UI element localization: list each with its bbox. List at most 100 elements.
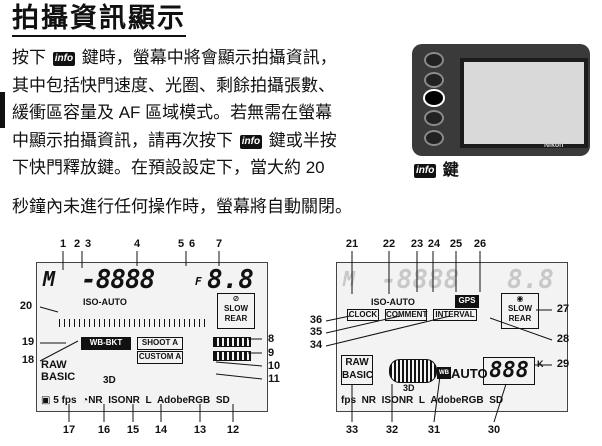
eye-icon: ⊘ xyxy=(232,294,240,303)
callout-number: 6 xyxy=(188,238,196,250)
iso-auto-indicator: ISO-AUTO xyxy=(83,297,127,307)
callout-number: 10 xyxy=(267,360,281,372)
right-info-display: M -8888 8.8 ISO-AUTO GPS CLOCK COMMENT I… xyxy=(336,262,568,412)
camera-back-illustration: Nikon xyxy=(412,44,592,156)
auto-label: AUTO xyxy=(451,366,488,381)
color-space: AdobeRGB xyxy=(430,395,484,406)
eye-icon: ◉ xyxy=(516,294,524,303)
camera-button xyxy=(424,72,444,88)
wb-bracketing-indicator: WB-BKT xyxy=(81,337,131,350)
callout-number: 23 xyxy=(410,238,424,250)
callout-number: 31 xyxy=(427,424,441,436)
ghost-shutter: -8888 xyxy=(381,265,460,295)
callout-number: 3 xyxy=(84,238,92,250)
comment-indicator: COMMENT xyxy=(385,309,428,321)
para-line1-b: 鍵時，螢幕中將會顯示拍攝資訊， xyxy=(81,48,337,67)
callout-number: 5 xyxy=(177,238,185,250)
left-info-display: M -8888 F 8.8 ISO-AUTO ⊘ SLOW REAR WB-BK… xyxy=(36,262,268,412)
para-line1-a: 按下 xyxy=(12,48,46,67)
iso-label: ISO xyxy=(108,395,126,406)
camera-logo: Nikon xyxy=(544,142,564,149)
basic-label: BASIC xyxy=(342,370,374,381)
callout-number: 7 xyxy=(215,238,223,250)
af-area-mode-icon xyxy=(389,359,437,383)
af-3d-indicator: 3D xyxy=(103,375,116,386)
color-space: AdobeRGB xyxy=(156,395,211,406)
flash-sync-indicator: ⊘ SLOW REAR xyxy=(217,293,255,329)
long-exposure-nr-icon: ◔ xyxy=(82,395,89,406)
para-line2: 其中包括快門速度、光圈、剩餘拍攝張數、 xyxy=(12,75,335,95)
callout-number: 9 xyxy=(267,347,275,359)
camera-monitor xyxy=(460,58,588,148)
interval-indicator: INTERVAL xyxy=(433,309,477,321)
description-paragraph: 按下 info 鍵時，螢幕中將會顯示拍攝資訊， 其中包括快門速度、光圈、剩餘拍攝… xyxy=(12,44,412,182)
callout-number: 36 xyxy=(309,314,323,326)
wb-indicator: WB xyxy=(437,367,451,379)
info-key-icon: info xyxy=(239,134,263,149)
para-line4-b: 鍵或半按 xyxy=(268,130,337,150)
shooting-menu-bank: SHOOT A xyxy=(137,337,183,350)
high-iso-nr: NR xyxy=(125,395,140,406)
ghost-aperture: 8.8 xyxy=(507,265,554,295)
info-key-caption: info 鍵 xyxy=(412,156,459,180)
callout-number: 27 xyxy=(556,303,570,315)
exposure-indicator xyxy=(59,319,209,327)
shutter-speed: -8888 xyxy=(81,265,155,295)
exposure-mode: M xyxy=(43,267,56,291)
af-3d-indicator: 3D xyxy=(403,383,415,393)
release-mode-icon: ▣ xyxy=(41,395,51,406)
long-exp-nr: NR xyxy=(88,395,103,406)
image-quality-basic: BASIC xyxy=(41,371,76,383)
callout-number: 16 xyxy=(97,424,111,436)
remaining-exposures-box: 888 xyxy=(483,357,535,385)
callout-number: 28 xyxy=(556,333,570,345)
clock-indicator: CLOCK xyxy=(347,309,379,321)
rear-label: REAR xyxy=(508,314,532,323)
caption-text: 鍵 xyxy=(442,162,459,179)
image-size: L xyxy=(145,395,152,406)
section-marker xyxy=(0,92,5,128)
raw-label: RAW xyxy=(345,357,369,368)
callout-number: 33 xyxy=(345,424,359,436)
remaining-counter: 888 xyxy=(489,358,529,383)
f-number-prefix: F xyxy=(195,275,202,288)
k-indicator: K xyxy=(537,359,544,369)
battery-indicator xyxy=(213,337,251,347)
long-exp-nr: NR xyxy=(361,395,377,406)
callout-number: 29 xyxy=(556,358,570,370)
callout-number: 14 xyxy=(154,424,168,436)
camera-button xyxy=(424,52,444,68)
camera-button xyxy=(424,130,444,146)
image-quality: RAW BASIC xyxy=(341,355,373,385)
memory-card: SD xyxy=(489,395,504,406)
image-quality-raw: RAW xyxy=(41,359,67,371)
camera-button xyxy=(424,110,444,126)
bottom-status-row: ▣ 5 fps ◔NR ISONR L AdobeRGB SD xyxy=(41,395,230,406)
callout-number: 24 xyxy=(427,238,441,250)
info-key-icon: info xyxy=(414,164,437,178)
clock-battery-indicator xyxy=(213,351,251,361)
callout-number: 2 xyxy=(73,238,81,250)
info-button-highlighted xyxy=(423,89,445,107)
fps-label: fps xyxy=(61,395,77,406)
gps-indicator: GPS xyxy=(455,295,479,308)
callout-number: 35 xyxy=(309,326,323,338)
slow-label: SLOW xyxy=(224,304,248,313)
callout-number: 17 xyxy=(62,424,76,436)
aperture: 8.8 xyxy=(207,265,254,295)
bottom-status-row-ghost: fps NR ISONR L AdobeRGB SD xyxy=(341,395,503,406)
high-iso-nr: NR xyxy=(398,395,414,406)
image-size: L xyxy=(418,395,425,406)
callout-number: 8 xyxy=(267,333,275,345)
memory-card: SD xyxy=(215,395,230,406)
callout-number: 12 xyxy=(226,424,240,436)
page-title: 拍攝資訊顯示 xyxy=(12,2,186,37)
callout-number: 26 xyxy=(473,238,487,250)
callout-number: 15 xyxy=(126,424,140,436)
callout-number: 18 xyxy=(21,354,35,366)
callout-number: 22 xyxy=(382,238,396,250)
para-line6: 秒鐘內未進行任何操作時，螢幕將自動關閉。 xyxy=(12,197,352,216)
callout-number: 4 xyxy=(133,238,141,250)
callout-number: 19 xyxy=(21,336,35,348)
